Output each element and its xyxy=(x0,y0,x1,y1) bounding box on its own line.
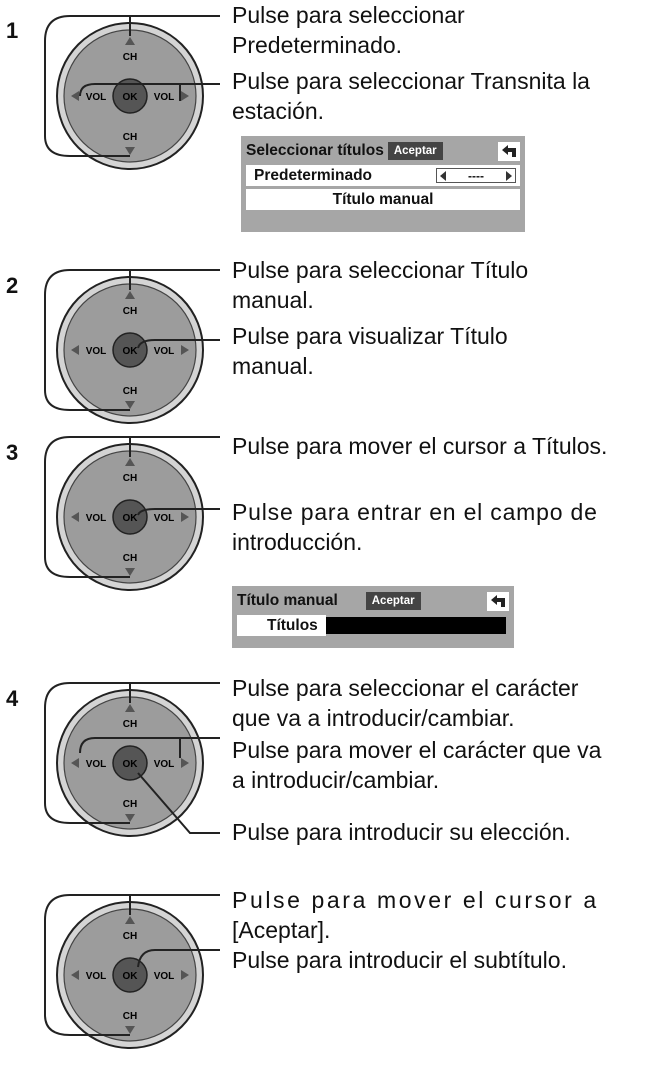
instruction-line: Pulse para introducir el subtítulo. xyxy=(232,947,567,973)
instruction-line: Pulse para mover el carácter que va xyxy=(232,737,602,763)
accept-button[interactable]: Aceptar xyxy=(365,592,421,610)
titles-row[interactable]: Títulos xyxy=(237,615,509,636)
ok-label: OK xyxy=(123,759,139,770)
ok-label: OK xyxy=(123,92,139,103)
ok-label: OK xyxy=(123,346,139,357)
osd-select-titles: Seleccionar títulos Aceptar Predetermina… xyxy=(241,136,525,232)
instruction-line: manual. xyxy=(232,353,314,379)
vol-left-label: VOL xyxy=(86,346,107,357)
remote-control-icon: CH CH VOL VOL OK xyxy=(40,673,230,858)
instruction-line: que va a introducir/cambiar. xyxy=(232,705,515,731)
instruction-line: a introducir/cambiar. xyxy=(232,767,440,793)
vol-left-label: VOL xyxy=(86,513,107,524)
preset-row[interactable]: Predeterminado ---- xyxy=(246,165,520,186)
ok-label: OK xyxy=(123,513,139,524)
osd-manual-title: Título manual Aceptar Títulos xyxy=(232,586,514,648)
ok-label: OK xyxy=(123,971,139,982)
instruction-line: Pulse para entrar en el campo de xyxy=(232,499,598,525)
instruction-line: Pulse para seleccionar Título xyxy=(232,257,529,283)
ch-up-label: CH xyxy=(123,931,137,942)
instruction-line: estación. xyxy=(232,98,325,124)
instruction-line: Pulse para seleccionar el carácter xyxy=(232,675,579,701)
titles-label: Títulos xyxy=(237,615,326,636)
remote-control-icon: CH CH VOL VOL OK xyxy=(40,885,230,1070)
vol-left-label: VOL xyxy=(86,759,107,770)
ch-up-label: CH xyxy=(123,719,137,730)
instruction-line: Pulse para seleccionar xyxy=(232,2,465,28)
vol-right-label: VOL xyxy=(154,513,175,524)
accept-button[interactable]: Aceptar xyxy=(387,142,443,160)
osd-header: Seleccionar títulos Aceptar xyxy=(246,140,520,162)
manual-title-row[interactable]: Título manual xyxy=(246,189,520,210)
titles-input[interactable] xyxy=(325,617,506,634)
vol-left-label: VOL xyxy=(86,92,107,103)
vol-right-label: VOL xyxy=(154,346,175,357)
osd-header: Título manual Aceptar xyxy=(237,590,509,612)
step-number: 4 xyxy=(6,686,19,711)
ch-down-label: CH xyxy=(123,1011,137,1022)
instruction-line: manual. xyxy=(232,287,314,313)
instruction-line: Pulse para seleccionar Transnita la xyxy=(232,68,590,94)
ch-up-label: CH xyxy=(123,52,137,63)
preset-value: ---- xyxy=(468,168,484,183)
right-arrow-icon xyxy=(505,170,512,181)
ch-down-label: CH xyxy=(123,132,137,143)
osd-title: Título manual xyxy=(237,592,338,609)
instruction-line: Pulse para introducir su elección. xyxy=(232,819,571,845)
vol-left-label: VOL xyxy=(86,971,107,982)
ch-up-label: CH xyxy=(123,306,137,317)
step-number: 1 xyxy=(6,18,19,43)
back-arrow-icon[interactable] xyxy=(487,591,509,611)
vol-right-label: VOL xyxy=(154,971,175,982)
instruction-line: Pulse para mover el cursor a Títulos. xyxy=(232,433,608,459)
ch-down-label: CH xyxy=(123,799,137,810)
remote-control-icon: CH CH VOL VOL OK xyxy=(40,260,230,445)
remote-control-icon: CH CH VOL VOL OK xyxy=(40,427,230,612)
instruction-line: Pulse para visualizar Título xyxy=(232,323,508,349)
vol-right-label: VOL xyxy=(154,759,175,770)
ch-up-label: CH xyxy=(123,473,137,484)
manual-title-label: Título manual xyxy=(332,190,434,208)
step-number: 3 xyxy=(6,440,19,465)
step-number: 2 xyxy=(6,273,19,298)
instruction-line: Pulse para mover el cursor a xyxy=(232,887,599,913)
ch-down-label: CH xyxy=(123,386,137,397)
back-arrow-icon[interactable] xyxy=(498,141,520,161)
preset-label: Predeterminado xyxy=(254,166,373,184)
preset-selector[interactable]: ---- xyxy=(436,168,516,183)
ch-down-label: CH xyxy=(123,553,137,564)
instruction-line: introducción. xyxy=(232,529,363,555)
osd-title: Seleccionar títulos xyxy=(246,142,384,159)
instruction-line: Predeterminado. xyxy=(232,32,403,58)
left-arrow-icon xyxy=(440,170,446,181)
remote-control-icon: CH CH VOL VOL OK xyxy=(40,6,230,191)
vol-right-label: VOL xyxy=(154,92,175,103)
instruction-line: [Aceptar]. xyxy=(232,917,331,943)
